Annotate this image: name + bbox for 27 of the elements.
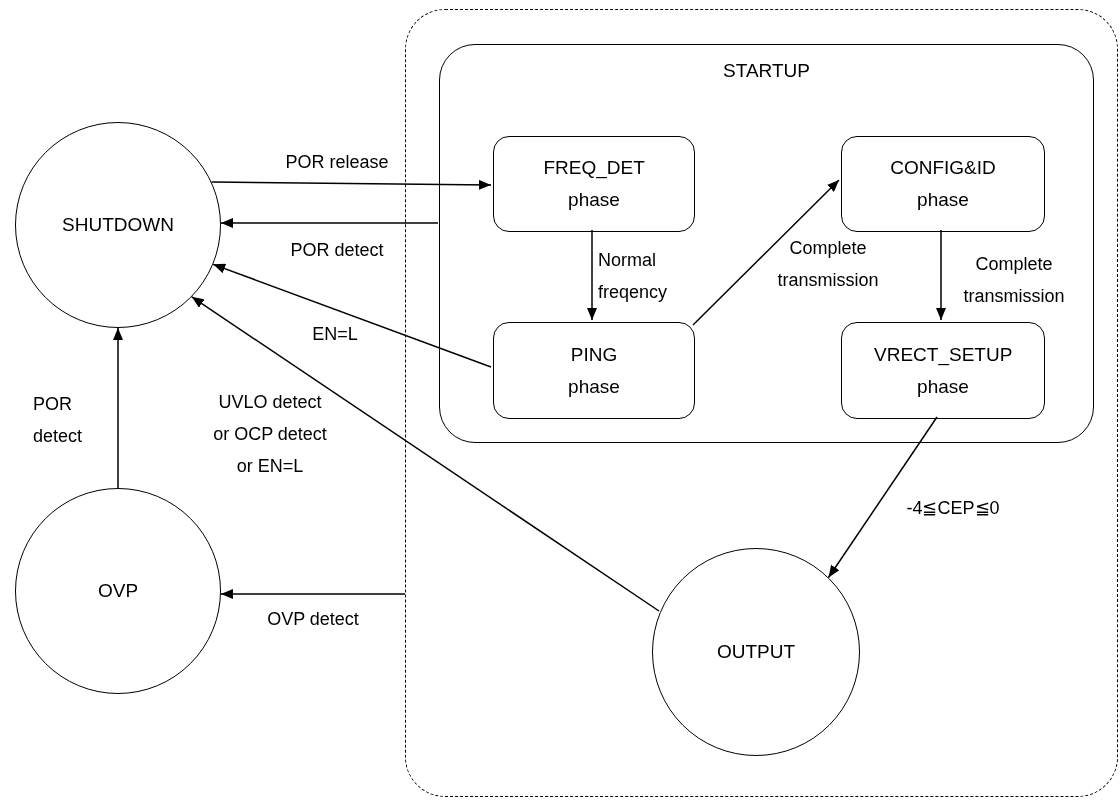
phase-box: PING phase bbox=[493, 322, 695, 419]
edge-label: UVLO detect or OCP detect or EN=L bbox=[212, 391, 328, 478]
arrow bbox=[827, 416, 938, 579]
edge-label: OVP detect bbox=[266, 608, 360, 631]
edge-label: POR release bbox=[284, 151, 390, 174]
phase-box: VRECT_SETUP phase bbox=[841, 322, 1045, 419]
edge-label: Complete transmission bbox=[962, 253, 1066, 308]
arrow bbox=[692, 179, 840, 326]
arrow bbox=[220, 588, 406, 599]
arrow bbox=[220, 218, 439, 228]
edge-label: -4≦CEP≦0 bbox=[905, 497, 1001, 520]
arrow bbox=[212, 263, 492, 368]
arrow bbox=[936, 229, 946, 321]
arrow bbox=[210, 179, 492, 190]
phase-box: CONFIG&ID phase bbox=[841, 136, 1045, 232]
edge-label: Complete transmission bbox=[776, 237, 880, 292]
edge-label: POR detect bbox=[289, 239, 385, 262]
arrow bbox=[587, 229, 597, 321]
phase-box: FREQ_DET phase bbox=[493, 136, 695, 232]
edge-label: Normal freqency bbox=[598, 249, 669, 304]
arrow bbox=[113, 327, 123, 489]
dashed-region bbox=[405, 9, 1118, 797]
group-title: STARTUP bbox=[723, 59, 810, 83]
edge-label: EN=L bbox=[311, 323, 359, 346]
state-group bbox=[439, 44, 1094, 443]
arrow bbox=[191, 296, 660, 612]
edge-label: POR detect bbox=[33, 393, 84, 448]
